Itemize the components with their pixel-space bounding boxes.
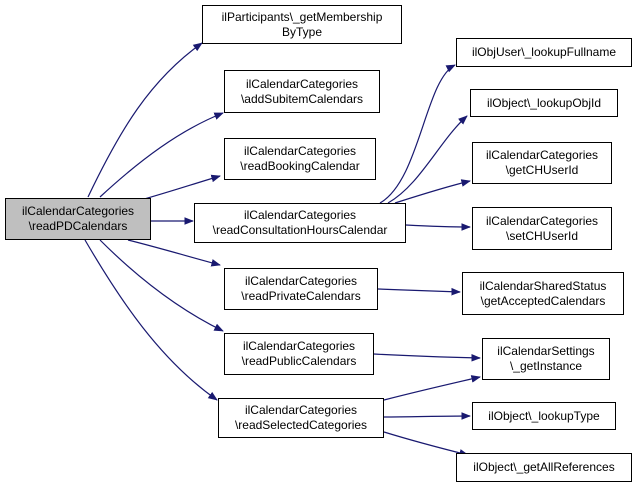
node-n13[interactable]: ilCalendarSettings \_getInstance [482,338,610,380]
node-n11-line-1: ilCalendarCategories [485,213,599,228]
node-n7[interactable]: ilCalendarCategories \readSelectedCatego… [218,398,384,438]
node-root[interactable]: ilCalendarCategories \readPDCalendars [5,198,151,240]
edge-n6-n13 [373,353,481,362]
edge-root-n6 [99,239,224,332]
node-n12-line-2: \getAcceptedCalendars [480,293,606,308]
node-n5-line-1: ilCalendarCategories [244,274,358,288]
node-n3-line-2: \readBookingCalendar [240,159,360,173]
node-root-line-2: \readPDCalendars [28,219,128,233]
edge-n7-n15 [383,431,469,457]
edge-n5-n12 [377,287,461,296]
node-n5[interactable]: ilCalendarCategories \readPrivateCalenda… [224,268,378,310]
edge-root-n1 [87,42,203,198]
node-n3-line-1: ilCalendarCategories [243,144,357,158]
node-n10-line-1: ilCalendarCategories [485,148,599,162]
node-n9[interactable]: ilObject\_lookupObjId [470,89,618,117]
node-n6[interactable]: ilCalendarCategories \readPublicCalendar… [224,333,374,375]
edge-root-n5 [127,239,221,267]
node-n11-line-2: \setCHUserId [505,228,579,243]
edge-root-n7 [84,239,218,401]
node-n9-line-1: ilObject\_lookupObjId [486,95,602,110]
node-n8[interactable]: ilObjUser\_lookupFullname [456,38,632,67]
edge-n7-n13 [383,375,481,401]
node-n7-line-1: ilCalendarCategories [244,403,358,417]
node-n1-line-2: ByType [281,24,323,39]
node-n4-line-1: ilCalendarCategories [243,208,357,222]
edge-n4-n9 [387,115,468,204]
node-n4[interactable]: ilCalendarCategories \readConsultationHo… [194,203,406,243]
node-n15[interactable]: ilObject\_getAllReferences [456,453,632,482]
node-n12[interactable]: ilCalendarSharedStatus \getAcceptedCalen… [462,272,624,315]
edge-n7-n14 [383,412,471,420]
node-root-line-1: ilCalendarCategories [21,204,135,218]
edge-n4-n10 [394,179,471,204]
node-n10[interactable]: ilCalendarCategories \getCHUserId [472,142,612,184]
node-n4-line-2: \readConsultationHoursCalendar [212,223,388,237]
node-n7-line-2: \readSelectedCategories [234,418,368,432]
node-n13-line-1: ilCalendarSettings [497,344,595,358]
node-n10-line-2: \getCHUserId [505,163,579,177]
node-n12-line-1: ilCalendarSharedStatus [479,278,607,293]
node-n2-line-2: \addSubitemCalendars [240,91,364,106]
edges [84,42,481,457]
node-n14[interactable]: ilObject\_lookupType [472,402,616,430]
node-n8-line-1: ilObjUser\_lookupFullname [471,45,617,59]
node-n6-line-2: \readPublicCalendars [241,354,357,368]
node-n1-line-1: ilParticipants\_getMembership [221,9,383,24]
node-n6-line-1: ilCalendarCategories [242,339,356,353]
node-n11[interactable]: ilCalendarCategories \setCHUserId [472,207,612,250]
node-n14-line-1: ilObject\_lookupType [488,408,600,423]
node-n3[interactable]: ilCalendarCategories \readBookingCalenda… [224,138,376,180]
edge-n4-n8 [379,64,456,204]
node-n2[interactable]: ilCalendarCategories \addSubitemCalendar… [224,70,380,113]
node-n5-line-2: \readPrivateCalendars [241,289,361,303]
node-n13-line-2: \_getInstance [509,359,583,373]
node-n2-line-1: ilCalendarCategories [245,76,359,91]
edge-n4-n11 [405,223,471,231]
node-n1[interactable]: ilParticipants\_getMembership ByType [202,5,402,44]
edge-root-n2 [99,112,224,198]
node-n15-line-1: ilObject\_getAllReferences [473,460,615,474]
